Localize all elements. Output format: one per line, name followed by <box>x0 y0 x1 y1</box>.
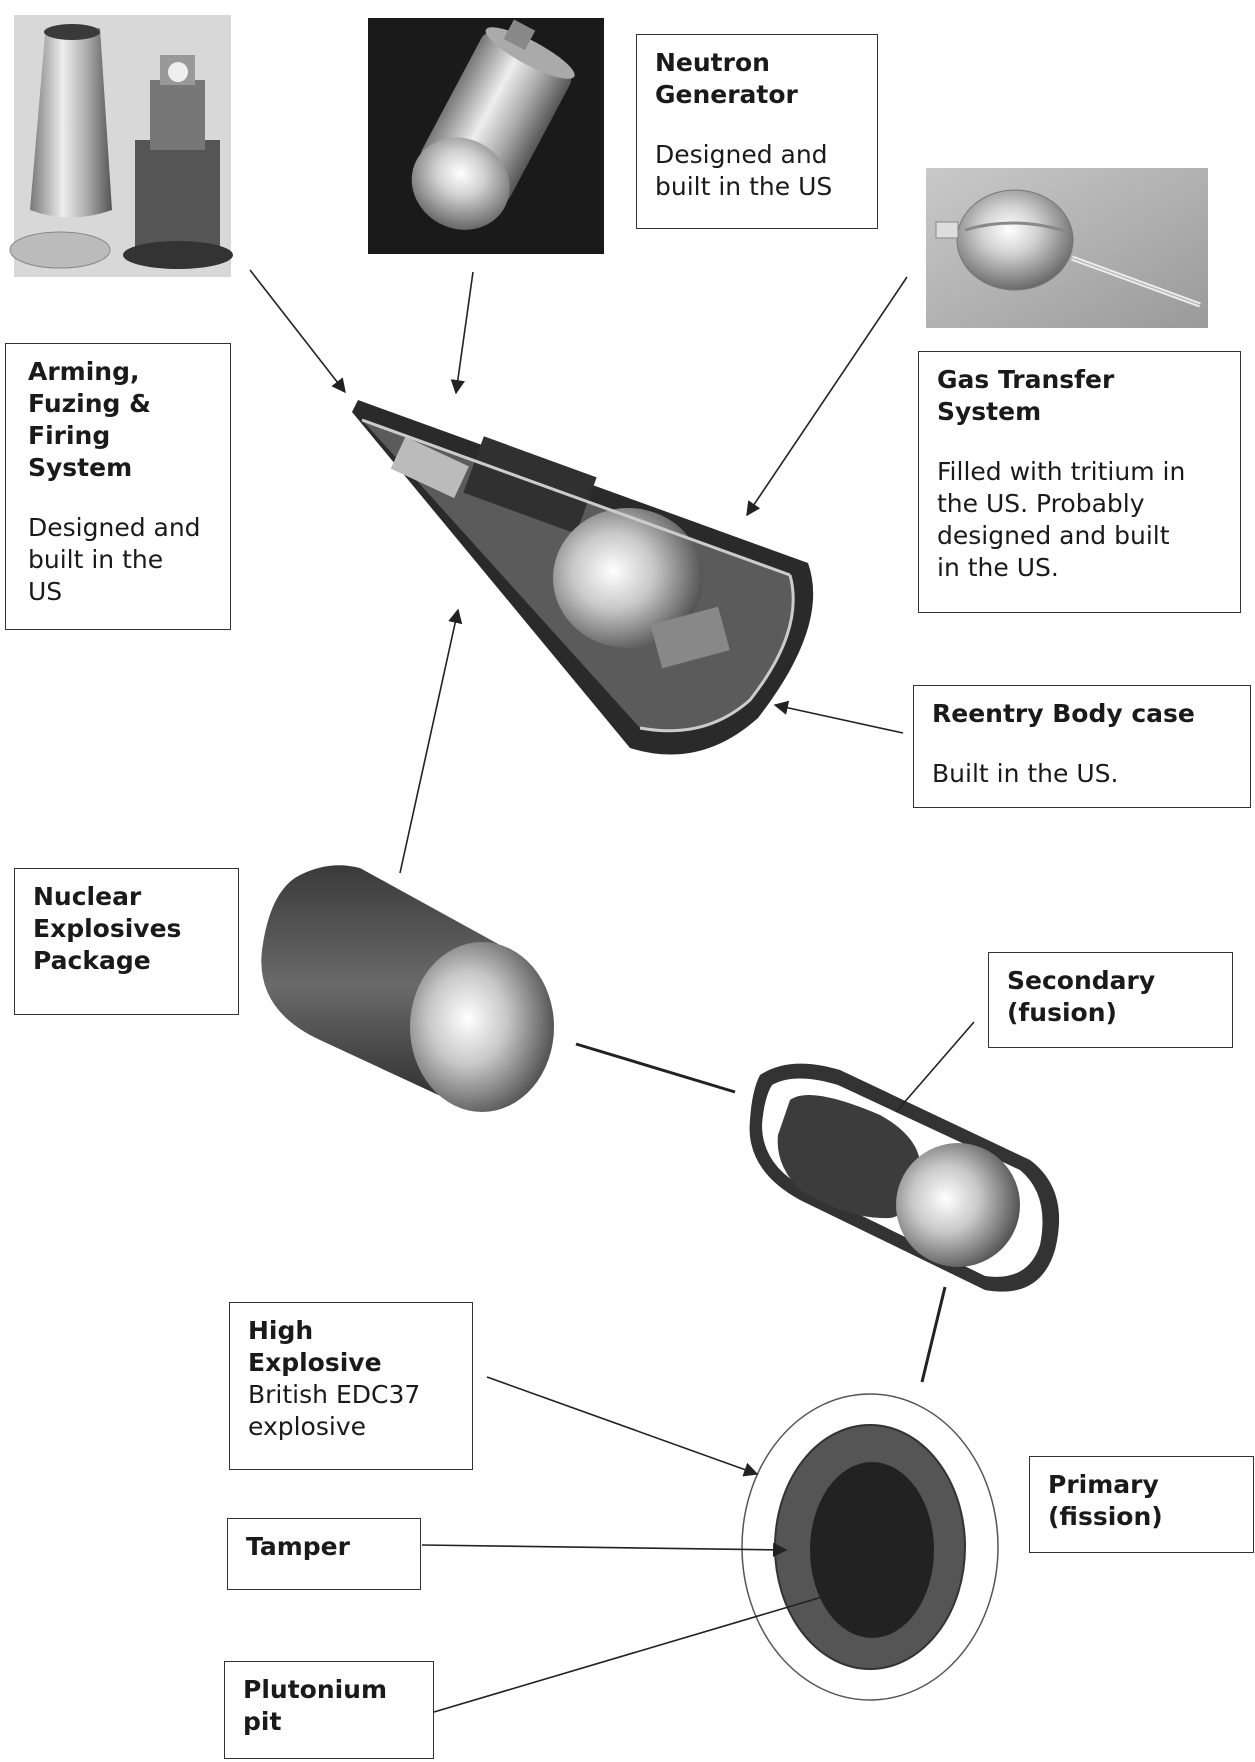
neutron-generator-desc: Designed and built in the US <box>655 139 859 203</box>
label-arming-fuzing-firing: Arming, Fuzing & Firing System Designed … <box>5 343 231 630</box>
primary-title: Primary (fission) <box>1048 1469 1235 1533</box>
nep-title: Nuclear Explosives Package <box>33 881 220 977</box>
high-explosive-title: High Explosive <box>248 1315 454 1379</box>
secondary-capsule-image <box>750 1064 1060 1292</box>
label-primary: Primary (fission) <box>1029 1456 1254 1553</box>
gas-transfer-photo <box>926 168 1208 328</box>
tamper-title: Tamper <box>246 1531 402 1563</box>
label-nuclear-explosives-package: Nuclear Explosives Package <box>14 868 239 1015</box>
label-secondary: Secondary (fusion) <box>988 952 1233 1048</box>
gas-transfer-desc: Filled with tritium in the US. Probably … <box>937 456 1222 584</box>
neutron-generator-title: Neutron Generator <box>655 47 859 111</box>
neutron-generator-photo <box>368 10 604 254</box>
afs-desc: Designed and built in the US <box>28 512 212 608</box>
label-tamper: Tamper <box>227 1518 421 1590</box>
label-reentry-body-case: Reentry Body case Built in the US. <box>913 685 1251 808</box>
secondary-title: Secondary (fusion) <box>1007 965 1214 1029</box>
primary-image <box>742 1394 998 1700</box>
label-neutron-generator: Neutron Generator Designed and built in … <box>636 34 878 229</box>
reentry-body-image <box>352 400 813 755</box>
label-high-explosive: High Explosive British EDC37 explosive <box>229 1302 473 1470</box>
afs-photo <box>10 15 233 277</box>
afs-title: Arming, Fuzing & Firing System <box>28 356 212 484</box>
reentry-title: Reentry Body case <box>932 698 1232 730</box>
label-plutonium-pit: Plutonium pit <box>224 1661 434 1759</box>
gas-transfer-title: Gas Transfer System <box>937 364 1222 428</box>
high-explosive-desc: British EDC37 explosive <box>248 1379 454 1443</box>
nuclear-explosives-package-image <box>261 865 554 1112</box>
reentry-desc: Built in the US. <box>932 758 1232 790</box>
label-gas-transfer-system: Gas Transfer System Filled with tritium … <box>918 351 1241 613</box>
pit-title: Plutonium pit <box>243 1674 415 1738</box>
